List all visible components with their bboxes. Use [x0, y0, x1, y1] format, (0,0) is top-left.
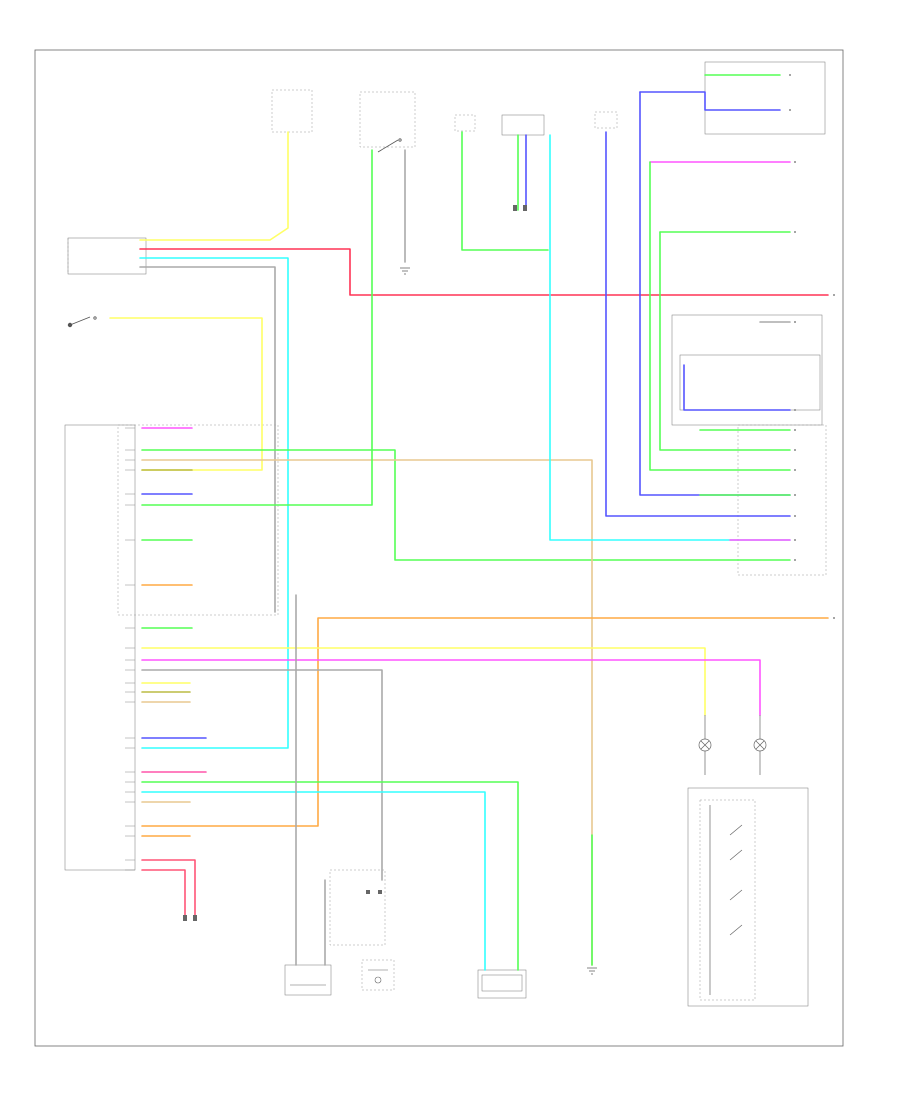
- ground-icon: [400, 267, 410, 275]
- lamp-icon: [698, 715, 712, 775]
- wire-green-top-left-connector: [461, 131, 549, 251]
- combination-switch-inner: [699, 799, 756, 1001]
- right-connector-strip: [737, 424, 827, 576]
- wire-blue-right-2: [639, 91, 791, 496]
- right-component-box-2: [671, 314, 823, 426]
- wire-cyan-sensor: [141, 791, 486, 971]
- wire-red-1: [139, 248, 829, 296]
- wire-yellow-1: [139, 131, 289, 241]
- top-relay-box: [271, 89, 313, 133]
- lamp-icon: [753, 715, 767, 775]
- wire-orange-long: [141, 617, 829, 827]
- sensor-box-bottom-1: [284, 964, 332, 996]
- switch-icon: [709, 805, 743, 995]
- combination-switch-box: [687, 787, 809, 1007]
- wire-pink-bottom-2: [141, 869, 186, 916]
- junction-block-top-left: [67, 237, 147, 275]
- connector-icon: [183, 205, 527, 921]
- sensor-box-bottom-2: [477, 969, 527, 999]
- wire-green-right-4: [659, 231, 791, 451]
- diagram-frame: [34, 49, 844, 1047]
- wire-magenta-long: [141, 659, 761, 716]
- wire-grey-2: [141, 669, 383, 881]
- right-component-box-1: [704, 61, 826, 135]
- top-switch-box: [359, 91, 416, 148]
- wire-cyan-top-connector: [549, 134, 791, 541]
- switch-icon: [377, 138, 402, 153]
- switch-icon: [67, 316, 97, 328]
- ground-icon: [587, 967, 597, 975]
- wire-yellow-long: [141, 647, 706, 716]
- meter-pin-marks: [125, 427, 135, 871]
- wire-blue-top-connector: [605, 131, 791, 517]
- connector-dash-box-1: [329, 869, 386, 946]
- wire-green-right-2: [649, 161, 791, 471]
- wire-grey-1: [139, 266, 276, 613]
- wire-yellow-2: [109, 317, 263, 471]
- top-connector-box-1: [501, 114, 545, 136]
- combination-meter-inner: [117, 424, 279, 616]
- right-terminal-marks: [789, 74, 835, 619]
- wire-blue-right-3: [683, 364, 791, 411]
- wire-tan-long: [141, 459, 593, 966]
- wire-green-sensor: [141, 781, 519, 971]
- right-component-box-3: [679, 354, 821, 411]
- top-connector-box-2: [454, 114, 476, 132]
- combination-meter-box: [64, 424, 136, 871]
- sensor-box-bottom-2-inner: [481, 974, 523, 992]
- wire-blue-right-1: [639, 91, 781, 111]
- wire-green-switch: [141, 149, 373, 506]
- wire-pink-bottom-1: [141, 859, 196, 916]
- sensor-icon: [290, 969, 388, 986]
- top-connector-box-3: [594, 111, 618, 129]
- sensor-box-bottom-3: [361, 959, 395, 991]
- wire-cyan-1: [139, 257, 289, 749]
